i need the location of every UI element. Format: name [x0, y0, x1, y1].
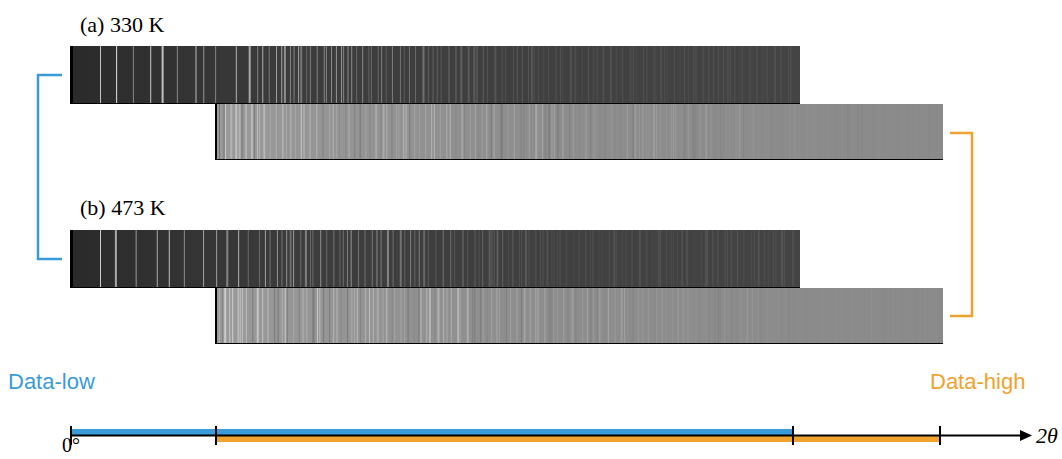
- data-high-bracket: [950, 133, 972, 316]
- data-low-range: [71, 429, 793, 435]
- detector-image: [215, 288, 943, 344]
- detector-image: [215, 104, 943, 160]
- range-label: Data-low: [8, 369, 95, 395]
- detector-image: [70, 230, 800, 288]
- axis-title: 2θ: [1036, 423, 1058, 449]
- axis-line: [71, 435, 1022, 437]
- data-low-bracket: [38, 75, 62, 259]
- panel-label: (a) 330 K: [80, 12, 164, 38]
- axis-origin: 0°: [62, 434, 80, 457]
- axis-arrowhead: [1020, 430, 1032, 441]
- data-high-range: [216, 436, 940, 442]
- detector-image: [70, 46, 800, 104]
- axis-ticks: [71, 426, 940, 445]
- range-label: Data-high: [930, 369, 1025, 395]
- panel-label: (b) 473 K: [80, 195, 166, 221]
